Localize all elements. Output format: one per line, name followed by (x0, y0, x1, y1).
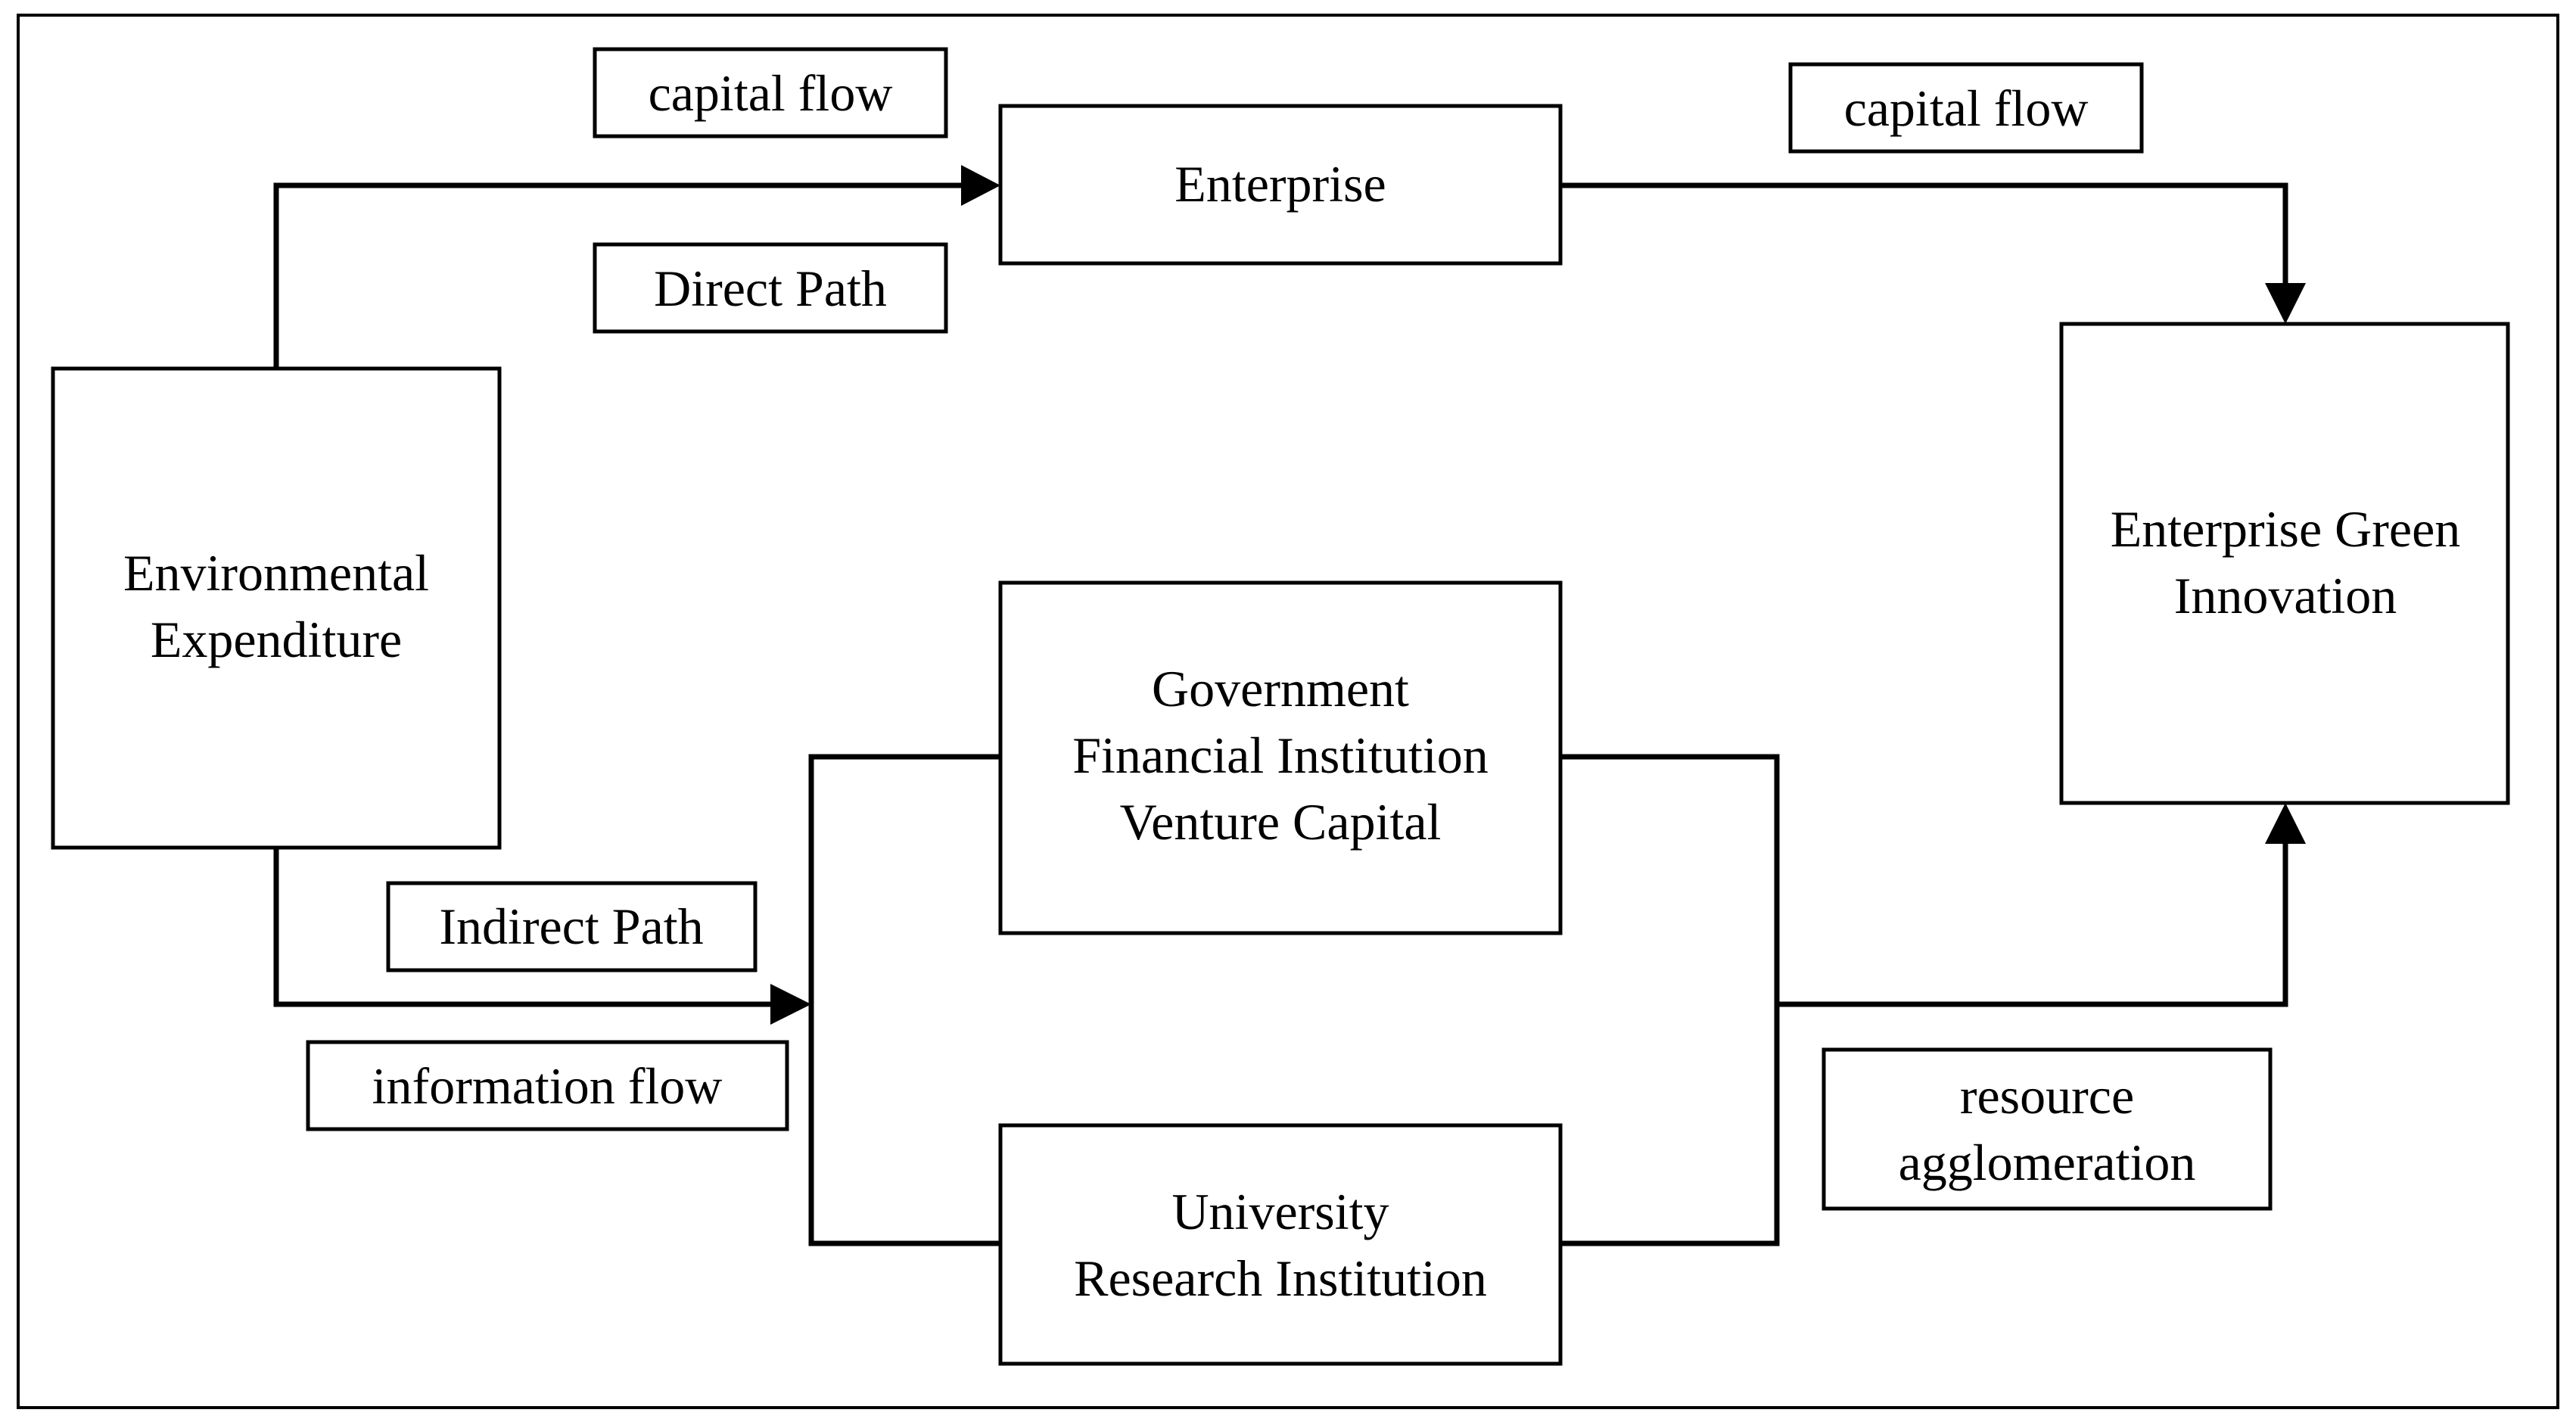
information-flow-tag: information flow (306, 1040, 789, 1131)
environmental-expenditure-line1: Environmental (123, 544, 429, 602)
university-line1: University (1171, 1183, 1389, 1240)
enterprise-green-innovation-line1: Enterprise Green (2111, 500, 2461, 558)
university-line2: Research Institution (1074, 1249, 1487, 1307)
arrowhead-to-innovation-bottom (2265, 803, 2306, 844)
right-bracket (1560, 754, 1780, 1246)
arrowhead-to-innovation-top (2265, 283, 2306, 324)
enterprise-to-innovation-connector (1560, 182, 2288, 291)
indirect-path-label: Indirect Path (439, 898, 703, 955)
intermediaries-box: Government Financial Institution Venture… (998, 580, 1563, 935)
arrowhead-to-enterprise (961, 165, 1000, 206)
intermediaries-line3: Venture Capital (1120, 793, 1442, 851)
capital-flow-left-tag: capital flow (593, 47, 948, 138)
direct-path-tag: Direct Path (593, 242, 948, 334)
enterprise-box: Enterprise (998, 104, 1563, 266)
resource-agglomeration-line1: resource (1960, 1067, 2134, 1125)
environmental-expenditure-box: Environmental Expenditure (51, 366, 502, 850)
university-research-box: University Research Institution (998, 1123, 1563, 1366)
environmental-expenditure-line2: Expenditure (151, 611, 402, 668)
indirect-path-tag: Indirect Path (386, 881, 758, 972)
left-bracket (808, 754, 1000, 1246)
direct-path-connector (273, 182, 969, 369)
information-flow-label: information flow (372, 1057, 723, 1115)
indirect-path-connector (273, 848, 778, 1007)
enterprise-green-innovation-box: Enterprise Green Innovation (2059, 322, 2510, 805)
intermediaries-line1: Government (1152, 660, 1409, 717)
capital-flow-left-label: capital flow (649, 64, 893, 122)
capital-flow-right-tag: capital flow (1788, 62, 2144, 154)
arrowhead-to-intermediaries (770, 984, 811, 1025)
enterprise-green-innovation-line2: Innovation (2174, 567, 2397, 624)
intermediaries-line2: Financial Institution (1072, 727, 1489, 784)
enterprise-label: Enterprise (1174, 155, 1386, 213)
direct-path-label: Direct Path (654, 260, 887, 317)
resource-agglomeration-line2: agglomeration (1899, 1134, 2196, 1191)
capital-flow-right-label: capital flow (1844, 79, 2089, 137)
resource-agglomeration-tag: resource agglomeration (1822, 1047, 2273, 1211)
agglomeration-connector (1777, 836, 2288, 1007)
